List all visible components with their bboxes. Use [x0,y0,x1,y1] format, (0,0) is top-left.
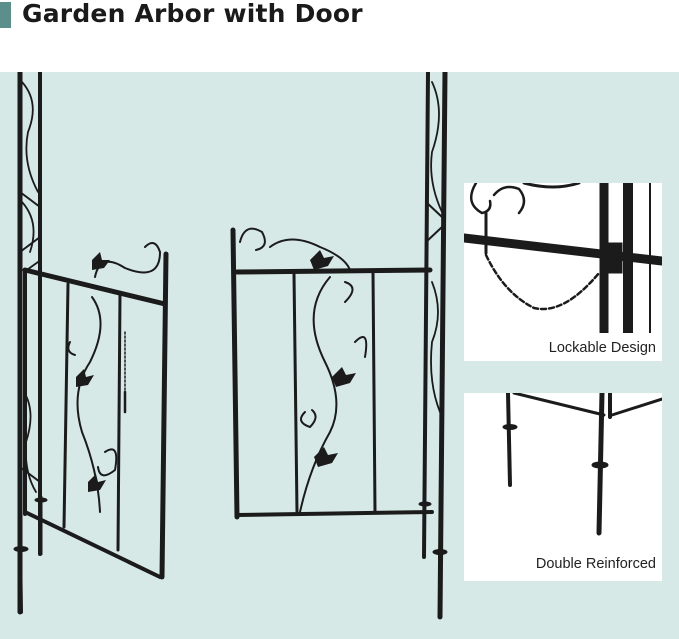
left-gate-leaves [76,252,110,492]
title-accent-bar [0,2,11,28]
detail-caption-reinforced: Double Reinforced [535,556,656,572]
header-bar: Garden Arbor with Door [0,0,679,72]
chain-latch-icon [464,183,662,333]
detail-caption-lockable: Lockable Design [548,340,656,356]
arbor-illustration [13,72,448,620]
left-arbor-post [17,72,42,615]
right-arbor-post [422,72,448,620]
ground-stakes-icon [464,393,662,545]
right-gate [230,227,434,520]
detail-panel-lockable: Lockable Design [464,183,662,361]
ground-stakes [13,495,448,619]
page-title: Garden Arbor with Door [22,0,363,28]
product-photo-area: Lockable Design Double Reinforced [0,72,679,639]
right-gate-leaves [310,250,356,467]
detail-panel-reinforced: Double Reinforced [464,393,662,581]
left-gate [22,242,169,580]
